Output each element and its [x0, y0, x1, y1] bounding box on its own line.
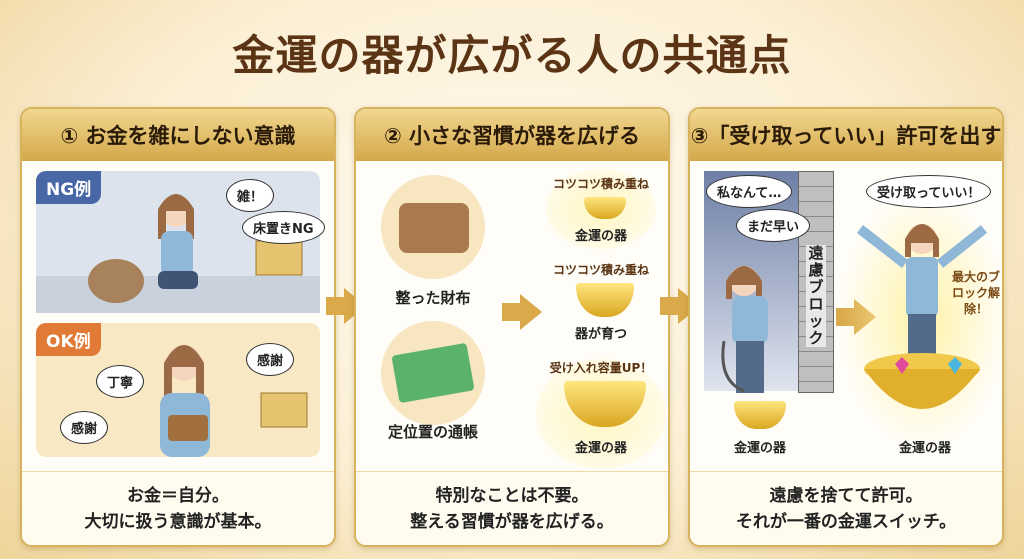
panel-small-habits: ② 小さな習慣が器を広げる 整った財布 定位置の通帳 コツコツ積み重ね 金運の器… — [354, 107, 670, 547]
item-label: 定位置の通帳 — [387, 423, 478, 441]
bowl-caption: コツコツ積み重ね — [552, 263, 649, 277]
bowl-label: 金運の器 — [733, 441, 786, 456]
arrow-icon — [502, 294, 542, 330]
footer-line: 整える習慣が器を広げる。 — [410, 512, 614, 532]
speech-bubble: 床置きNG — [242, 211, 325, 244]
thought-bubble: まだ早い — [736, 209, 811, 242]
bowl-label: 金運の器 — [898, 441, 951, 456]
dejected-person — [721, 266, 768, 393]
bowl-icon — [576, 283, 634, 317]
panel-header: ② 小さな習慣が器を広げる — [356, 109, 668, 161]
bowl-icon — [734, 401, 786, 429]
footer-line: 大切に扱う意識が基本。 — [84, 512, 272, 532]
panel-header: ① お金を雑にしない意識 — [22, 109, 334, 161]
footer-line: お金＝自分。 — [127, 486, 229, 506]
speech-bubble: 丁寧 — [96, 365, 145, 398]
ng-badge: NG例 — [36, 171, 102, 204]
block-release-note: 最大のブロック解除！ — [951, 270, 1000, 316]
ng-illustration — [36, 194, 320, 313]
ok-badge: OK例 — [36, 323, 101, 356]
footer-line: 遠慮を捨てて許可。 — [769, 486, 923, 506]
panel-money-awareness: ① お金を雑にしない意識 NG例 雑！ 床置きNG OK例 丁寧 感謝 感謝 お… — [20, 107, 336, 547]
ng-example: NG例 雑！ 床置きNG — [36, 171, 325, 313]
panel-permission: ③「受け取っていい」許可を出す 遠慮ブロック 私なんて… まだ早い 金運の器 受… — [688, 107, 1004, 547]
bowl-label: 金運の器 — [574, 229, 627, 244]
panel-footer: 特別なことは不要。 整える習慣が器を広げる。 — [356, 471, 668, 545]
bowl-label: 器が育つ — [574, 327, 627, 342]
speech-bubble: 私なんて… — [706, 175, 793, 208]
bowl-icon — [584, 197, 626, 219]
joyful-person-with-bowl — [856, 224, 988, 409]
ok-example: OK例 丁寧 感謝 感謝 — [36, 323, 320, 457]
panel-footer: お金＝自分。 大切に扱う意識が基本。 — [22, 471, 334, 545]
panel-footer: 遠慮を捨てて許可。 それが一番の金運スイッチ。 — [690, 471, 1002, 545]
speech-bubble: 受け取っていい！ — [866, 175, 992, 208]
item-label: 整った財布 — [395, 289, 471, 307]
footer-line: 特別なことは不要。 — [435, 486, 589, 506]
wall-label: 遠慮ブロック — [806, 245, 826, 347]
speech-bubble: 感謝 — [246, 343, 295, 376]
wallet-icon — [381, 175, 485, 279]
footer-line: それが一番の金運スイッチ。 — [735, 512, 957, 532]
speech-bubble: 感謝 — [60, 411, 109, 444]
page-title: 金運の器が広がる人の共通点 — [232, 31, 792, 80]
ok-illustration — [160, 345, 308, 457]
bowl-caption: コツコツ積み重ね — [552, 177, 649, 191]
speech-bubble: 雑！ — [226, 179, 275, 212]
passbook-icon — [381, 321, 485, 425]
bowl-label: 金運の器 — [574, 441, 627, 456]
bowl-caption: 受け入れ容量UP！ — [549, 361, 653, 375]
panel-header: ③「受け取っていい」許可を出す — [690, 109, 1002, 161]
